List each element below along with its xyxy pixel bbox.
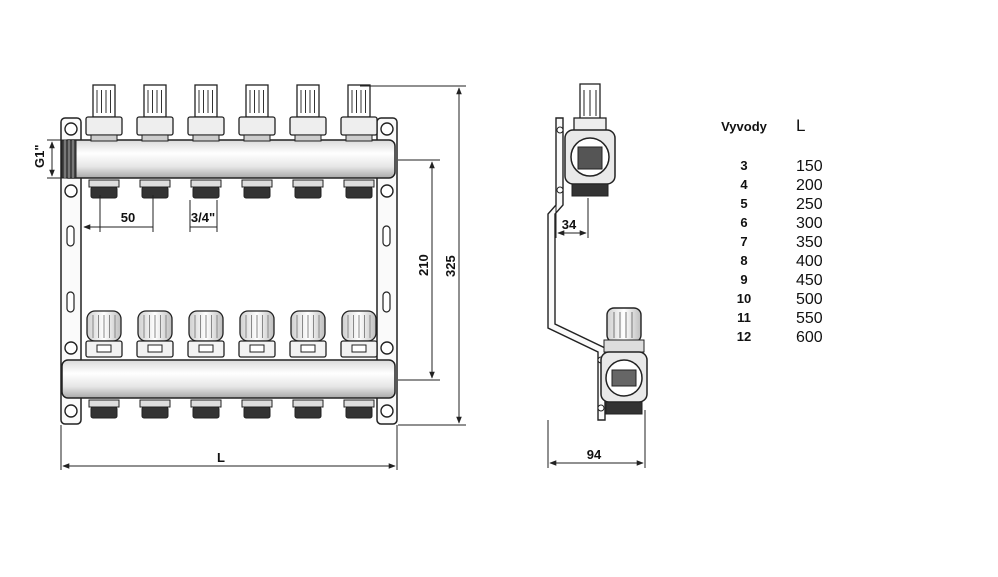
outputs-cell: 11	[737, 310, 751, 325]
outlet-nut	[88, 179, 120, 199]
side-top-body	[564, 129, 616, 197]
length-cell: 350	[796, 234, 823, 251]
valve-cap	[340, 310, 378, 358]
table-row: 6 300	[720, 215, 880, 234]
flowmeter	[136, 84, 174, 142]
table-header: Vyvody L	[720, 116, 880, 158]
side-offset-label: 34	[562, 217, 577, 232]
flowmeter	[187, 84, 225, 142]
side-depth-label: 94	[587, 447, 602, 462]
table-row: 8 400	[720, 253, 880, 272]
outlet-nut	[190, 179, 222, 199]
table-row: 11 550	[720, 310, 880, 329]
table-row: 12 600	[720, 329, 880, 348]
right-bracket	[376, 117, 398, 425]
bottom-manifold-pipe	[61, 359, 396, 399]
flowmeter	[85, 84, 123, 142]
length-cell: 400	[796, 253, 823, 270]
outputs-cell: 10	[736, 291, 752, 306]
table-row: 3 150	[720, 158, 880, 177]
length-cell: 500	[796, 291, 823, 308]
valve-cap	[85, 310, 123, 358]
table-row: 10 500	[720, 291, 880, 310]
flowmeter-row	[85, 84, 378, 142]
table-row: 5 250	[720, 196, 880, 215]
thread-label: G1"	[32, 144, 47, 168]
outer-height-label: 325	[443, 255, 458, 277]
length-cell: 600	[796, 329, 823, 346]
header-outputs: Vyvody	[721, 119, 767, 134]
valve-cap-row	[85, 310, 378, 358]
top-outlet-nut-row	[88, 179, 375, 199]
outlet-nut	[88, 399, 120, 419]
outputs-cell: 4	[740, 177, 748, 192]
inner-height-dimension: 210	[398, 159, 440, 381]
branch-label: 3/4"	[191, 210, 215, 225]
table-body: 3 150 4 200 5 250 6 300 7 350 8 400 9 450 10 500 11 550 12…	[720, 158, 880, 348]
length-dimension: L	[60, 425, 398, 470]
valve-cap	[289, 310, 327, 358]
length-label: L	[217, 450, 225, 465]
side-offset-dimension: 34	[555, 198, 589, 238]
valve-cap	[187, 310, 225, 358]
outlet-nut	[241, 399, 273, 419]
table-row: 4 200	[720, 177, 880, 196]
outputs-cell: 6	[740, 215, 748, 230]
thread-dimension: G1"	[32, 139, 62, 179]
inner-height-label: 210	[416, 254, 431, 276]
bottom-outlet-nut-row	[88, 399, 375, 419]
outer-height-dimension: 325	[360, 85, 466, 426]
outputs-cell: 9	[740, 272, 748, 287]
side-bracket	[547, 117, 606, 421]
outlet-nut	[190, 399, 222, 419]
outputs-cell: 8	[740, 253, 748, 268]
outputs-cell: 7	[740, 234, 748, 249]
length-cell: 450	[796, 272, 823, 289]
left-bracket	[60, 117, 82, 425]
side-bottom-valve	[600, 307, 648, 415]
spacing-dimension: 50	[83, 195, 154, 232]
outlet-nut	[241, 179, 273, 199]
header-length: L	[796, 116, 806, 135]
dimension-table: Vyvody L 3 150 4 200 5 250 6 300 7 350 8 400 9 450 10 5…	[720, 116, 880, 348]
outputs-cell: 3	[740, 158, 748, 173]
flowmeter	[238, 84, 276, 142]
length-cell: 300	[796, 215, 823, 232]
side-view: 34 94	[547, 83, 648, 468]
outlet-nut	[139, 179, 171, 199]
front-view: G1" 50 3/4" 210 325	[32, 84, 466, 470]
valve-cap	[136, 310, 174, 358]
flowmeter	[340, 84, 378, 142]
outlet-nut	[292, 179, 324, 199]
outputs-cell: 12	[736, 329, 752, 344]
outlet-nut	[292, 399, 324, 419]
branch-dimension: 3/4"	[189, 200, 218, 232]
spacing-label: 50	[121, 210, 135, 225]
length-cell: 150	[796, 158, 823, 175]
outlet-nut	[343, 179, 375, 199]
length-cell: 250	[796, 196, 823, 213]
length-cell: 200	[796, 177, 823, 194]
table-row: 9 450	[720, 272, 880, 291]
valve-cap	[238, 310, 276, 358]
outlet-nut	[139, 399, 171, 419]
outputs-cell: 5	[740, 196, 748, 211]
side-depth-dimension: 94	[547, 410, 646, 468]
side-top-flowmeter	[573, 83, 607, 133]
length-cell: 550	[796, 310, 823, 327]
outlet-nut	[343, 399, 375, 419]
table-row: 7 350	[720, 234, 880, 253]
top-manifold-pipe	[61, 139, 396, 179]
flowmeter	[289, 84, 327, 142]
